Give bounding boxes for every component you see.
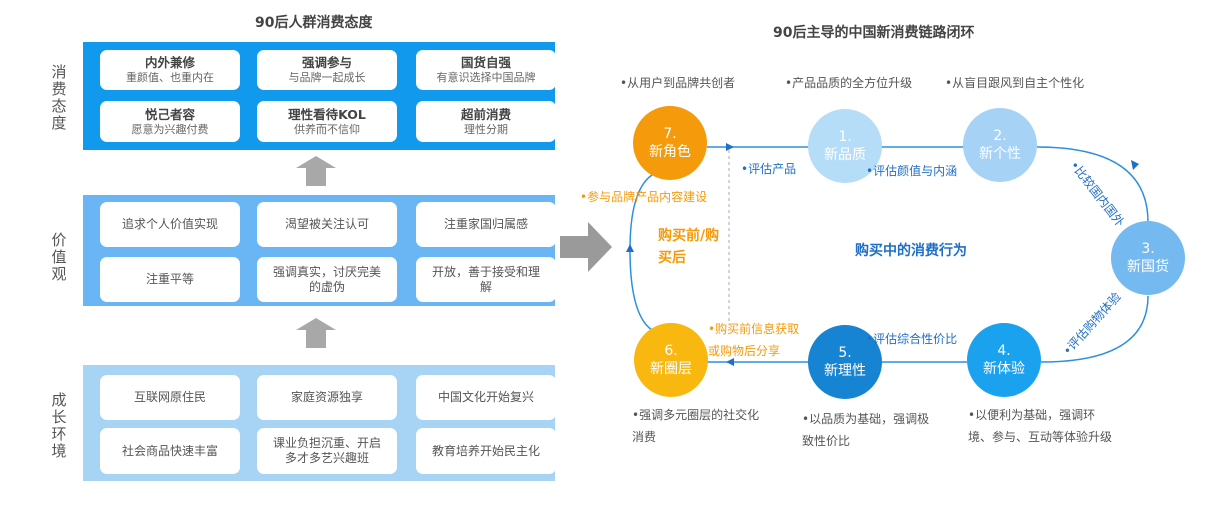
card-title: 内外兼修 — [144, 55, 195, 70]
environment-card: 课业负担沉重、开启多才多艺兴趣班 — [257, 428, 397, 474]
arrowhead-icon — [626, 244, 634, 252]
node-note: •以品质为基础，强调极致性价比 — [802, 412, 930, 448]
environment-card: 社会商品快速丰富 — [100, 428, 240, 474]
attitude-card: 悦己者容愿意为兴趣付费 — [100, 101, 240, 142]
environment-card: 教育培养开始民主化 — [416, 428, 556, 474]
node-number: 6. — [664, 343, 678, 359]
node-name: 新国货 — [1127, 259, 1169, 275]
arrowhead-icon — [726, 358, 734, 366]
edge-label: •评估颜值与内涵 — [866, 164, 958, 178]
node-number: 4. — [997, 343, 1011, 359]
attitude-label: 消费态度 — [51, 63, 67, 132]
environment-card: 家庭资源独享 — [257, 375, 397, 420]
edge-label: •评估综合性价比 — [866, 332, 958, 346]
node-number: 3. — [1141, 241, 1155, 257]
node-name: 新品质 — [824, 147, 866, 163]
node-note: •以便利为基础，强调环境、参与、互动等体验升级 — [968, 408, 1113, 444]
attitude-card: 内外兼修重颜值、也重内在 — [100, 50, 240, 90]
card-title: 悦己者容 — [144, 106, 195, 122]
attitude-card: 超前消费理性分期 — [416, 101, 556, 142]
up-arrow-icon — [296, 156, 336, 186]
node-new-rationality: 5. 新理性 — [808, 325, 882, 399]
node-new-domestic: 3. 新国货 — [1111, 221, 1185, 295]
node-name: 新体验 — [983, 361, 1025, 377]
node-new-quality: 1. 新品质 — [808, 109, 882, 183]
card-sub: 有意识选择中国品牌 — [436, 71, 536, 84]
right-arrow-icon — [560, 222, 612, 272]
attitude-card: 国货自强有意识选择中国品牌 — [416, 50, 556, 90]
attitude-card: 强调参与与品牌一起成长 — [257, 50, 397, 90]
values-card: 注重平等 — [100, 257, 240, 302]
card-title: 超前消费 — [460, 106, 511, 122]
arrowhead-icon — [726, 143, 734, 151]
card-title: 强调参与 — [301, 55, 352, 70]
edge-label: •参与品牌产品内容建设 — [580, 190, 708, 204]
node-name: 新理性 — [824, 363, 866, 379]
arrowhead-icon — [1131, 160, 1139, 170]
values-card: 注重家国归属感 — [416, 202, 556, 247]
environment-card: 互联网原住民 — [100, 375, 240, 420]
node-note: •强调多元圈层的社交化消费 — [632, 408, 760, 444]
values-card: 开放，善于接受和理解 — [416, 257, 556, 302]
up-arrow-icon — [296, 318, 336, 348]
node-new-circle: 6. 新圈层 — [634, 323, 708, 397]
node-number: 5. — [838, 345, 852, 361]
node-number: 7. — [663, 126, 677, 142]
node-note: •产品品质的全方位升级 — [785, 76, 913, 90]
edge-label: •评估产品 — [741, 162, 797, 176]
node-name: 新角色 — [649, 144, 691, 160]
node-new-personality: 2. 新个性 — [963, 108, 1037, 182]
card-sub: 愿意为兴趣付费 — [131, 122, 209, 136]
node-number: 1. — [838, 129, 852, 145]
environment-band: 互联网原住民 家庭资源独享 中国文化开始复兴 社会商品快速丰富 课业负担沉重、开… — [83, 365, 556, 481]
right-title: 90后主导的中国新消费链路闭环 — [773, 25, 975, 41]
node-name: 新个性 — [979, 146, 1021, 162]
values-card: 强调真实，讨厌完美的虚伪 — [257, 257, 397, 302]
card-sub: 重颜值、也重内在 — [126, 71, 214, 84]
values-label: 价值观 — [51, 231, 67, 283]
values-card: 追求个人价值实现 — [100, 202, 240, 247]
node-number: 2. — [993, 128, 1007, 144]
card-sub: 与品牌一起成长 — [288, 71, 366, 84]
node-note: •从盲目跟风到自主个性化 — [945, 76, 1085, 90]
node-name: 新圈层 — [650, 361, 692, 377]
attitude-band: 内外兼修重颜值、也重内在 强调参与与品牌一起成长 国货自强有意识选择中国品牌 悦… — [83, 42, 556, 150]
card-title: 国货自强 — [460, 55, 511, 70]
node-new-experience: 4. 新体验 — [967, 323, 1041, 397]
phase-before-after: 购买前/购买后 — [658, 228, 720, 266]
card-title: 理性看待KOL — [288, 106, 366, 122]
values-card: 渴望被关注认可 — [257, 202, 397, 247]
values-band: 追求个人价值实现 渴望被关注认可 注重家国归属感 注重平等 强调真实，讨厌完美的… — [83, 195, 556, 306]
environment-card: 中国文化开始复兴 — [416, 375, 556, 420]
edge-label: •购买前信息获取或购物后分享 — [708, 322, 800, 358]
card-sub: 理性分期 — [464, 122, 508, 136]
card-sub: 供养而不信仰 — [294, 122, 360, 136]
node-new-role: 7. 新角色 — [633, 106, 707, 180]
phase-during: 购买中的消费行为 — [855, 243, 967, 259]
environment-label: 成长环境 — [51, 391, 67, 460]
node-note: •从用户到品牌共创者 — [620, 76, 736, 90]
left-title: 90后人群消费态度 — [255, 15, 373, 31]
